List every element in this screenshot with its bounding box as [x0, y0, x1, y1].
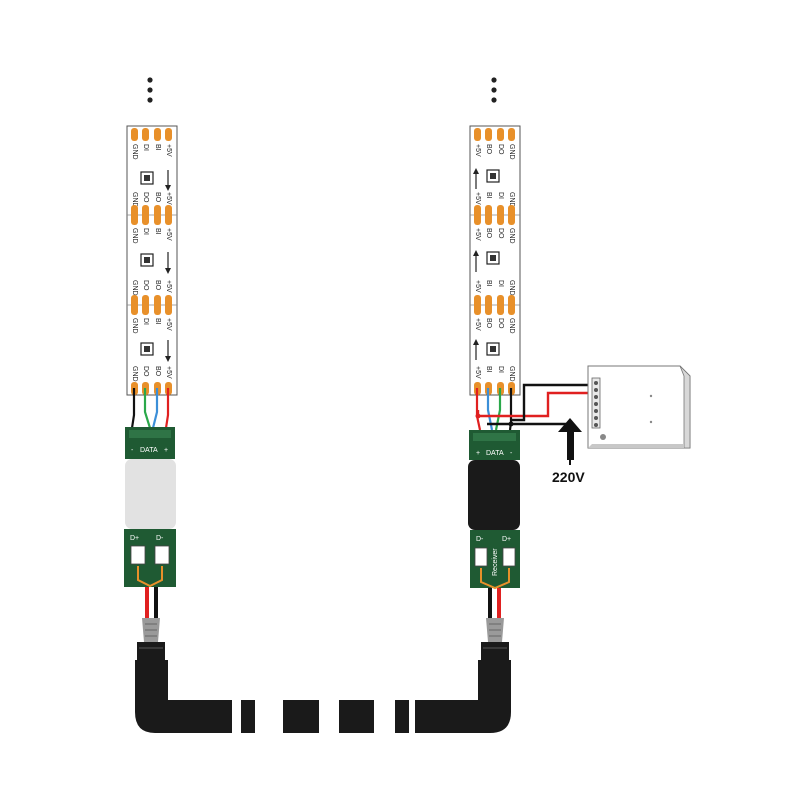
led-chip-icon — [487, 252, 499, 264]
pad-label: DO — [142, 280, 149, 291]
pad-label: DI — [142, 228, 149, 235]
pad-label: BO — [485, 228, 492, 239]
led-chip-icon — [141, 172, 153, 184]
terminal-dminus-label: D- — [156, 535, 164, 542]
pad-label: BI — [154, 318, 161, 325]
power-input-label: 220V — [552, 469, 585, 485]
pad-label: BI — [485, 192, 492, 199]
pad-label: +5V — [165, 366, 172, 379]
pad-label: DI — [142, 318, 149, 325]
pad-label: GND — [131, 366, 138, 382]
pad-label: BO — [154, 280, 161, 291]
right-receiver-board: D- D+ Receiver — [470, 530, 520, 588]
wire-joint — [476, 414, 481, 419]
pad-label: GND — [508, 144, 515, 160]
pad-label: +5V — [474, 228, 481, 241]
pad-label: BO — [485, 144, 492, 155]
power-input-arrow: 220V — [552, 418, 585, 485]
long-differential-cable — [135, 660, 511, 733]
pad-label: +5V — [474, 192, 481, 205]
led-chip-icon — [141, 343, 153, 355]
left-transmitter-board: D+ D- — [124, 529, 176, 587]
pad-label: DO — [497, 144, 504, 155]
pad-label: +5V — [474, 144, 481, 157]
pad-label: GND — [508, 280, 515, 296]
left-converter-body — [125, 459, 176, 529]
pad-label: DI — [497, 366, 504, 373]
pad-label: +5V — [474, 318, 481, 331]
pad-label: BO — [485, 318, 492, 329]
right-data-connector: + DATA - — [469, 430, 520, 460]
terminal-dplus-label: D+ — [502, 536, 511, 543]
pad-label: +5V — [165, 192, 172, 205]
pad-label: +5V — [165, 228, 172, 241]
receiver-label: Receiver — [492, 548, 499, 576]
led-chip-icon — [487, 170, 499, 182]
power-supply-icon — [588, 366, 690, 448]
led-chip-icon — [141, 254, 153, 266]
pad-label: BI — [485, 366, 492, 373]
connector-plus-label: + — [476, 450, 480, 457]
pad-label: DI — [142, 144, 149, 151]
pad-label: GND — [508, 366, 515, 382]
pad-label: GND — [131, 318, 138, 334]
led-chip-icon — [487, 343, 499, 355]
pad-label: +5V — [474, 280, 481, 293]
pad-label: DO — [142, 192, 149, 203]
left-cable — [137, 587, 165, 660]
ellipsis-dots-icon — [147, 77, 496, 102]
pad-label: GND — [508, 318, 515, 334]
pad-label: DO — [497, 228, 504, 239]
pad-label: BO — [154, 366, 161, 377]
connector-data-label: DATA — [140, 447, 158, 454]
pad-label: +5V — [165, 318, 172, 331]
pad-label: BI — [154, 144, 161, 151]
terminal-dplus-label: D+ — [130, 535, 139, 542]
pad-label: BI — [485, 280, 492, 287]
pad-label: GND — [131, 228, 138, 244]
pad-label: GND — [131, 280, 138, 296]
pad-label: GND — [508, 228, 515, 244]
pad-label: +5V — [165, 280, 172, 293]
right-led-strip: +5V BO DO GND +5V BI DI GND — [470, 126, 520, 395]
pad-label: DO — [142, 366, 149, 377]
left-led-strip: GND DI BI +5V GND DO BO +5V — [127, 126, 177, 395]
right-converter-body — [468, 460, 520, 530]
connector-plus-label: + — [164, 447, 168, 454]
pad-label: +5V — [474, 366, 481, 379]
right-cable — [481, 588, 509, 660]
pad-label: DO — [497, 318, 504, 329]
pad-label: GND — [131, 144, 138, 160]
left-data-connector: - DATA + — [125, 427, 175, 459]
pad-label: BO — [154, 192, 161, 203]
pad-label: BI — [154, 228, 161, 235]
pad-label: +5V — [165, 144, 172, 157]
terminal-dminus-label: D- — [476, 536, 484, 543]
connector-data-label: DATA — [486, 450, 504, 457]
pad-label: DI — [497, 192, 504, 199]
pad-label: DI — [497, 280, 504, 287]
